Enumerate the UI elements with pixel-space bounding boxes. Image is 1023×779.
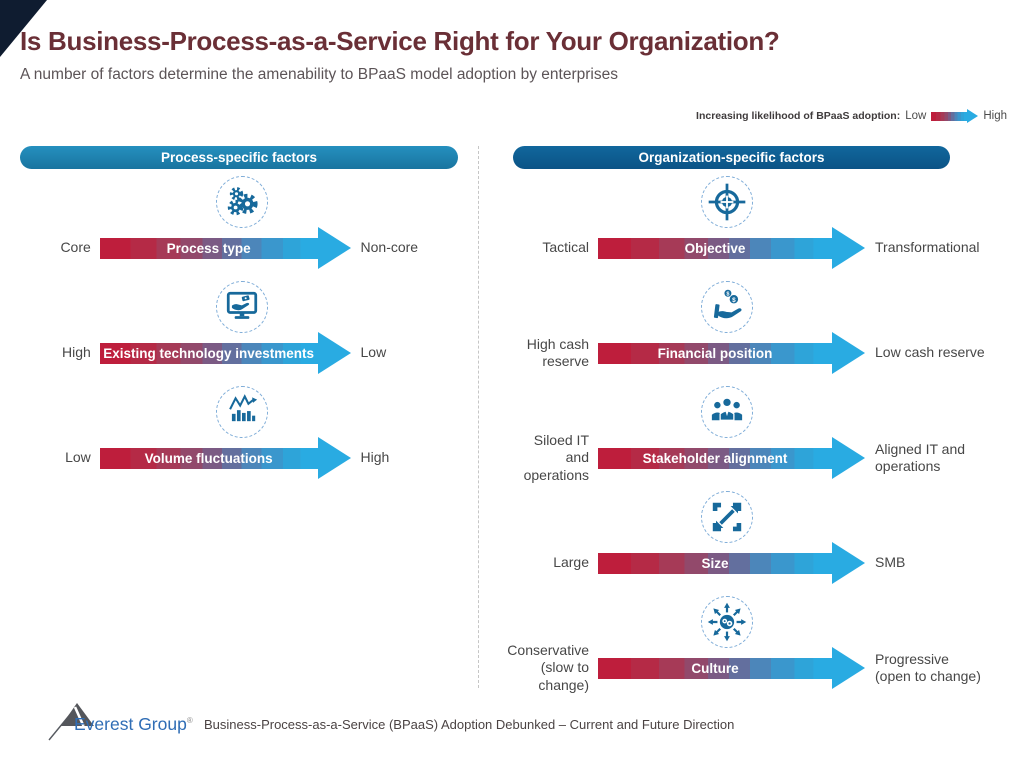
factor-row-size: Large Size SMB [513, 487, 1018, 592]
corner-triangle-decoration [0, 0, 47, 57]
factor-arrow: Objective [598, 237, 832, 259]
factor-right-label: Low cash reserve [875, 344, 985, 361]
source-citation: Business-Process-as-a-Service (BPaaS) Ad… [204, 717, 735, 732]
factor-name: Existing technology investments [103, 345, 315, 361]
factor-left-label: Core [60, 239, 91, 256]
svg-text:$: $ [732, 297, 736, 304]
factor-right-label: Progressive (open to change) [875, 650, 981, 685]
factor-right-label: Low [360, 344, 387, 361]
factor-arrow: Size [598, 552, 832, 574]
registered-mark: ® [186, 716, 193, 726]
factor-row-technology-investments: High Existing technology investments Low [20, 277, 480, 382]
arrow-head-icon [832, 227, 865, 269]
factor-right-label: Non-core [360, 239, 419, 256]
factor-left-label: Low [65, 449, 91, 466]
page-title: Is Business-Process-as-a-Service Right f… [20, 26, 780, 56]
gears-icon [216, 176, 268, 228]
change-wheel-icon [701, 596, 753, 648]
factor-name: Size [701, 555, 729, 571]
column-divider [478, 146, 479, 688]
arrow-head-icon [832, 437, 865, 479]
svg-text:$: $ [726, 291, 729, 297]
factor-arrow: Process type [99, 237, 318, 259]
factor-name: Financial position [657, 345, 773, 361]
factor-row-process-type: Core Process type Non-core [20, 172, 480, 277]
factor-row-financial-position: $ $ High cash reserve Financial position… [513, 277, 1018, 382]
factor-row-objective: Tactical Objective Transformational [513, 172, 1018, 277]
factor-left-label: Tactical [542, 239, 589, 256]
factor-right-label: Aligned IT and operations [875, 440, 966, 475]
factor-left-label: Large [553, 554, 589, 571]
factor-right-label: High [360, 449, 390, 466]
factor-name: Objective [684, 240, 746, 256]
factor-arrow: Existing technology investments [99, 342, 318, 364]
factor-arrow: Financial position [598, 342, 832, 364]
arrow-head-icon [832, 332, 865, 374]
resize-icon [701, 491, 753, 543]
factor-left-label: High cash reserve [526, 335, 589, 370]
factor-row-culture: Conservative (slow to change) Culture Pr… [507, 592, 1018, 697]
volume-fluctuation-chart-icon [216, 386, 268, 438]
factor-arrow: Stakeholder alignment [598, 447, 832, 469]
factor-name: Culture [691, 660, 739, 676]
logo-wordmark: Everest Group® [74, 714, 193, 734]
mountain-logo-icon [48, 703, 94, 741]
process-factors-header: Process-specific factors [20, 146, 458, 169]
factor-arrow: Culture [598, 657, 832, 679]
factor-left-label: High [62, 344, 91, 361]
factor-row-volume-fluctuations: Low Volume fluctuations High [20, 382, 480, 487]
factor-name: Stakeholder alignment [642, 450, 788, 466]
factor-left-label: Conservative (slow to change) [507, 641, 589, 693]
stakeholders-icon [701, 386, 753, 438]
target-icon [701, 176, 753, 228]
cash-hand-icon: $ $ [701, 281, 753, 333]
legend-low-label: Low [905, 110, 927, 122]
factor-row-stakeholder-alignment: Siloed IT and operations Stakeholder ali… [513, 382, 1018, 487]
organization-factors-header: Organization-specific factors [513, 146, 950, 169]
technology-investment-icon [216, 281, 268, 333]
legend-label: Increasing likelihood of BPaaS adoption: [696, 110, 901, 122]
adoption-likelihood-legend: Increasing likelihood of BPaaS adoption:… [696, 109, 1007, 123]
arrow-head-icon [832, 542, 865, 584]
legend-gradient-arrow-icon [931, 109, 979, 123]
process-factors-column: Process-specific factors Core Process ty [20, 146, 480, 487]
footer: Everest Group® Business-Process-as-a-Ser… [46, 698, 734, 742]
everest-group-logo: Everest Group® [46, 698, 196, 742]
arrow-head-icon [317, 437, 351, 479]
arrow-head-icon [317, 227, 351, 269]
factor-name: Volume fluctuations [144, 450, 273, 466]
page-subtitle: A number of factors determine the amenab… [20, 66, 618, 83]
factor-right-label: SMB [875, 554, 906, 571]
organization-factors-column: Organization-specific factors Tactical O [507, 146, 1018, 697]
factor-right-label: Transformational [875, 239, 980, 256]
arrow-head-icon [832, 647, 865, 689]
legend-high-label: High [983, 110, 1007, 122]
factor-name: Process type [166, 240, 251, 256]
factor-left-label: Siloed IT and operations [523, 431, 589, 483]
arrow-head-icon [317, 332, 351, 374]
factor-arrow: Volume fluctuations [99, 447, 318, 469]
